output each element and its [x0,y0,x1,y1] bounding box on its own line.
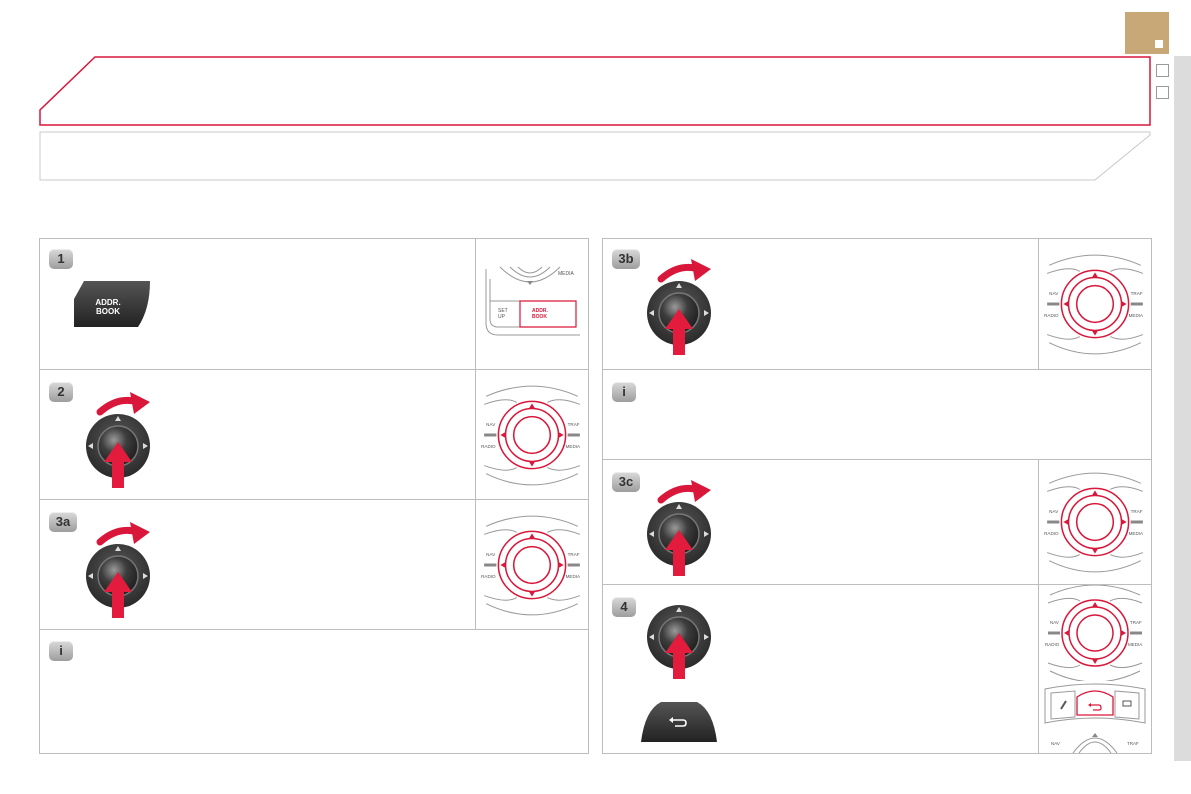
dial-traf-label: TRAF [568,422,580,427]
dial-control-illustration: NAV TRAF RADIO MEDIA [1044,239,1151,369]
step-badge-1: 1 [49,249,73,269]
info-icon: i [612,382,636,402]
step-badge-2: 2 [49,382,73,402]
info-panel-right: i [602,369,1152,460]
step-4-panel: 4 NAV TRAF RADIO MEDIA NAV [602,583,1152,754]
dial-radio-label: RADIO [481,444,496,449]
dial-control-illustration: NAV TRAF RADIO MEDIA [1045,583,1144,684]
dial-media-label: MEDIA [1128,642,1142,647]
dial-nav-label: NAV [1049,291,1059,296]
back-button[interactable] [639,698,719,744]
rotary-knob-rotate-press-icon [78,514,158,619]
subtitle-banner [39,131,1151,181]
step-3b-thumbnail: NAV TRAF RADIO MEDIA [1038,239,1151,369]
console-addr-book-illustration: MEDIA SET UP ADDR. BOOK [485,266,580,336]
step-3b-panel: 3b NAV TRAF RADIO MEDIA [602,238,1152,370]
dial-traf-label: TRAF [1131,509,1143,514]
addr-book-line1: ADDR. [95,298,121,307]
nav-checkbox-1[interactable] [1156,64,1169,77]
rotary-knob-press-icon [639,575,719,680]
info-icon: i [49,641,73,661]
step-4-thumbnail: NAV TRAF RADIO MEDIA NAV TRAF [1038,583,1151,753]
step-badge-4: 4 [612,597,636,617]
nav-checkbox-2[interactable] [1156,86,1169,99]
dial-media-label: MEDIA [566,444,581,449]
step-badge-3b: 3b [612,249,640,269]
step-3c-thumbnail: NAV TRAF RADIO MEDIA [1038,460,1151,584]
dial-radio-label: RADIO [1045,642,1060,647]
addr-book-line2: BOOK [96,307,120,316]
rotary-knob-rotate-press-icon [639,472,719,577]
rotary-knob-rotate-press-icon [639,251,719,356]
thumb-book-label: BOOK [532,314,547,320]
info-panel-left: i [39,629,589,754]
dial-nav-label: NAV [486,552,496,557]
step-2-thumbnail: NAV TRAF RADIO MEDIA [475,370,588,499]
dial-traf-label: TRAF [1131,291,1143,296]
dial-media-label: MEDIA [1129,313,1144,318]
dial-control-illustration: NAV TRAF RADIO MEDIA [481,500,588,630]
thumb-media-label: MEDIA [558,271,575,277]
dial-media-label: MEDIA [1129,531,1144,536]
step-1-thumbnail: MEDIA SET UP ADDR. BOOK [475,239,588,369]
addr-book-button-shape [74,281,150,327]
dial-media-label: MEDIA [566,574,581,579]
dial-radio-label: RADIO [1044,531,1059,536]
dial-nav-label: NAV [486,422,496,427]
step-2-panel: 2 NAV TRAF RADIO MEDIA [39,369,589,500]
step-3a-panel: 3a NAV TRAF RADIO MEDIA [39,499,589,630]
header-frames [39,56,1151,181]
thumb-up-label: UP [498,314,506,320]
addr-book-button[interactable]: ADDR. BOOK [72,279,152,327]
title-banner [39,56,1151,126]
dial-traf-label: TRAF [1130,620,1142,625]
console-traf-label: TRAF [1127,741,1139,746]
step-badge-3c: 3c [612,472,640,492]
dial-control-illustration: NAV TRAF RADIO MEDIA [1044,460,1151,584]
dial-radio-label: RADIO [1044,313,1059,318]
step-1-panel: 1 ADDR. BOOK MEDIA SET UP ADDR. BOOK [39,238,589,370]
dial-traf-label: TRAF [568,552,580,557]
rotary-knob-rotate-press-icon [78,384,158,489]
step-3c-panel: 3c NAV TRAF RADIO MEDIA [602,459,1152,585]
side-scroll-bar [1174,56,1191,761]
step-badge-3a: 3a [49,512,77,532]
dial-radio-label: RADIO [481,574,496,579]
console-back-button-illustration: NAV TRAF [1044,683,1146,753]
console-nav-label: NAV [1051,741,1060,746]
dial-control-illustration: NAV TRAF RADIO MEDIA [481,370,588,500]
back-button-shape [641,702,717,742]
thumb-set-label: SET [498,308,508,314]
step-3a-thumbnail: NAV TRAF RADIO MEDIA [475,500,588,629]
thumb-addr-label: ADDR. [532,308,548,314]
chapter-tab [1125,12,1169,54]
dial-nav-label: NAV [1049,509,1059,514]
dial-nav-label: NAV [1050,620,1059,625]
chapter-tab-marker [1155,40,1163,48]
